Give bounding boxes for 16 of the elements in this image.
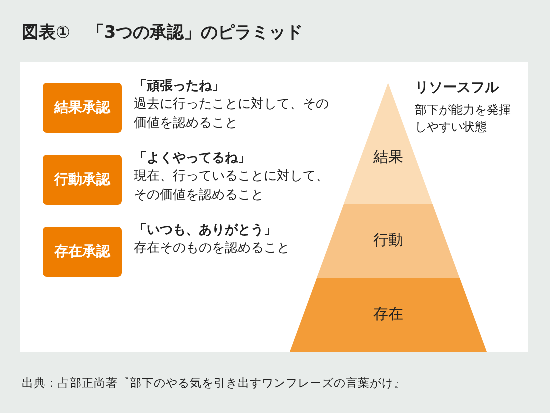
heading-label: リソースフル bbox=[415, 79, 499, 97]
quote-text: 「頑張ったね」 bbox=[134, 78, 225, 95]
description-text: 過去に行ったことに対して、その価値を認めること bbox=[134, 96, 330, 133]
approval-box: 結果承認 bbox=[43, 83, 122, 133]
description-text: 存在そのものを認めること bbox=[134, 240, 291, 258]
note-text: 部下が能力を発揮しやすい状態 bbox=[415, 102, 512, 136]
approval-box: 存在承認 bbox=[43, 227, 122, 277]
title: 図表① 「3つの承認」のピラミッド bbox=[22, 22, 304, 44]
quote-text: 「よくやってるね」 bbox=[134, 150, 251, 167]
tier-label: 存在 bbox=[372, 305, 404, 324]
source-caption: 出典：占部正尚著『部下のやる気を引き出すワンフレーズの言葉がけ』 bbox=[22, 376, 406, 391]
tier-label: 行動 bbox=[372, 231, 404, 250]
quote-text: 「いつも、ありがとう」 bbox=[134, 222, 277, 239]
tier-label: 結果 bbox=[372, 148, 404, 168]
description-text: 現在、行っていることに対して、その価値を認めること bbox=[134, 168, 330, 205]
approval-box: 行動承認 bbox=[43, 155, 122, 205]
